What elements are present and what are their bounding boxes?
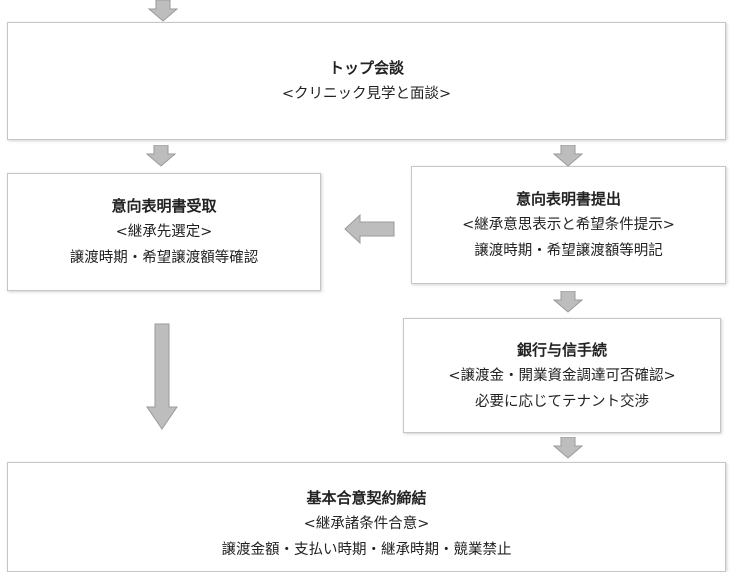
intent-receive-box: 意向表明書受取 <継承先選定> 譲渡時期・希望譲渡額等確認 — [7, 173, 321, 291]
arrow-top-to-submit — [552, 145, 584, 167]
basic-agreement-line-1: <継承諸条件合意> — [303, 516, 430, 532]
intent-receive-line-1: <継承先選定> — [115, 224, 213, 240]
bank-credit-line-2: 必要に応じてテナント交渉 — [475, 393, 649, 410]
intent-submit-title: 意向表明書提出 — [515, 190, 621, 208]
top-meeting-line-1: <クリニック見学と面談> — [281, 86, 452, 102]
intent-receive-title: 意向表明書受取 — [111, 197, 217, 215]
intent-submit-line-1: <継承意思表示と希望条件提示> — [462, 217, 675, 233]
basic-agreement-line-2: 譲渡金額・支払い時期・継承時期・競業禁止 — [221, 542, 512, 558]
arrow-receive-to-agreement — [145, 323, 179, 431]
basic-agreement-title: 基本合意契約締結 — [306, 489, 427, 507]
intent-submit-line-2: 譲渡時期・希望譲渡額等明記 — [474, 243, 663, 259]
intent-receive-line-2: 譲渡時期・希望譲渡額等確認 — [69, 250, 259, 266]
bank-credit-box: 銀行与信手続 <譲渡金・開業資金調達可否確認> 必要に応じてテナント交渉 — [403, 318, 721, 433]
top-meeting-box: トップ会談 <クリニック見学と面談> — [7, 22, 726, 140]
intent-submit-box: 意向表明書提出 <継承意思表示と希望条件提示> 譲渡時期・希望譲渡額等明記 — [411, 166, 726, 284]
arrow-top-to-receive — [145, 145, 177, 167]
arrow-submit-to-bank — [552, 291, 584, 313]
bank-credit-title: 銀行与信手続 — [516, 340, 607, 359]
top-meeting-title: トップ会談 — [328, 59, 404, 77]
arrow-submit-to-receive — [344, 213, 396, 245]
bank-credit-line-1: <譲渡金・開業資金調達可否確認> — [448, 367, 676, 384]
basic-agreement-box: 基本合意契約締結 <継承諸条件合意> 譲渡金額・支払い時期・継承時期・競業禁止 — [7, 462, 726, 572]
arrow-into-top-meeting — [147, 0, 179, 22]
arrow-bank-to-agreement — [552, 437, 584, 459]
